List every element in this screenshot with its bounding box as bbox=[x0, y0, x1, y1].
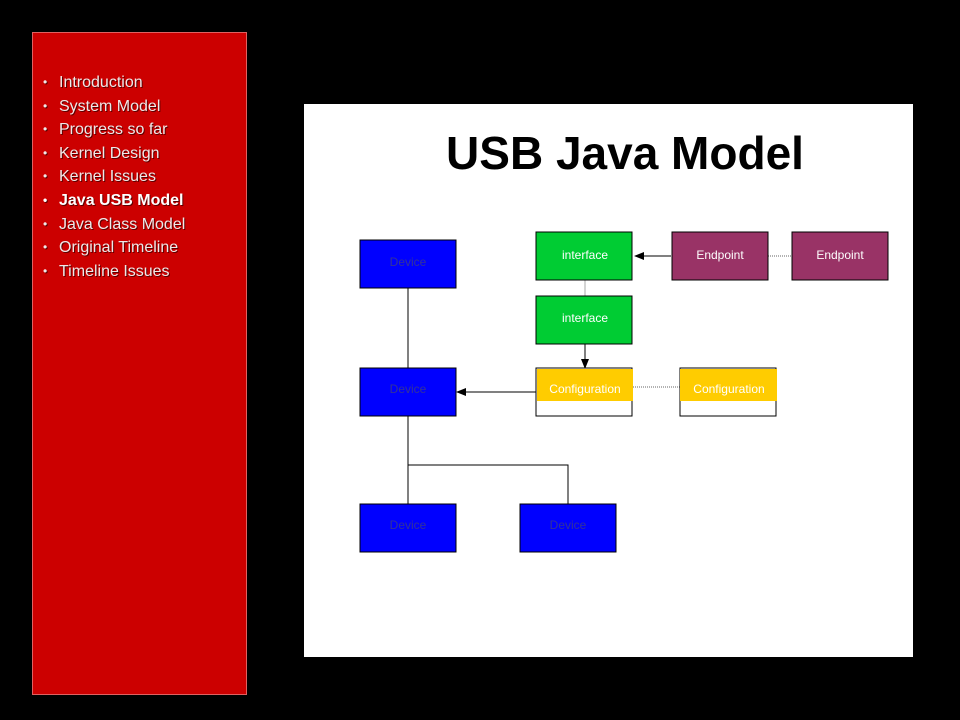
device-box-2[interactable]: Device bbox=[359, 367, 457, 417]
connector-branch-device4 bbox=[408, 464, 569, 504]
endpoint-box-1[interactable]: Endpoint bbox=[671, 231, 769, 281]
interface-label: interface bbox=[562, 311, 608, 325]
nav-item-progress[interactable]: • Progress so far bbox=[43, 118, 185, 142]
bullet-icon: • bbox=[43, 263, 48, 278]
nav-item-label: Java Class Model bbox=[59, 215, 186, 233]
device-label: Device bbox=[390, 518, 427, 532]
configuration-label: Configuration bbox=[693, 382, 764, 396]
slide-title: USB Java Model bbox=[446, 127, 804, 179]
endpoint-box-2[interactable]: Endpoint bbox=[791, 231, 889, 281]
nav-item-kernel-design[interactable]: • Kernel Design bbox=[43, 142, 185, 166]
nav-item-label: Timeline Issues bbox=[59, 262, 170, 280]
nav-item-label: Java USB Model bbox=[59, 191, 184, 209]
nav-item-original-timeline[interactable]: • Original Timeline bbox=[43, 236, 185, 260]
bullet-icon: • bbox=[43, 122, 48, 137]
nav-item-label: Introduction bbox=[59, 74, 143, 91]
device-box-4[interactable]: Device bbox=[519, 503, 617, 553]
bullet-icon: • bbox=[43, 169, 48, 184]
nav-item-label: Kernel Issues bbox=[59, 168, 156, 186]
endpoint-label: Endpoint bbox=[816, 248, 864, 262]
usb-model-diagram: Device Device Device Device interface in… bbox=[359, 231, 889, 553]
slide-canvas: USB Java Model Device Device Device bbox=[304, 104, 913, 657]
bullet-icon: • bbox=[43, 240, 48, 255]
nav-item-java-usb-model[interactable]: • Java USB Model bbox=[43, 189, 185, 213]
configuration-box-1[interactable]: Configuration bbox=[535, 367, 633, 417]
nav-item-java-class-model[interactable]: • Java Class Model bbox=[43, 213, 185, 237]
configuration-label: Configuration bbox=[549, 382, 620, 396]
device-label: Device bbox=[390, 255, 427, 269]
bullet-icon: • bbox=[43, 98, 48, 113]
interface-label: interface bbox=[562, 248, 608, 262]
endpoint-label: Endpoint bbox=[696, 248, 744, 262]
nav-item-label: Original Timeline bbox=[59, 239, 179, 257]
interface-box-1[interactable]: interface bbox=[535, 231, 633, 281]
interface-box-2[interactable]: interface bbox=[535, 295, 633, 345]
device-box-1[interactable]: Device bbox=[359, 239, 457, 289]
nav-item-kernel-issues[interactable]: • Kernel Issues bbox=[43, 165, 185, 189]
nav-item-label: Progress so far bbox=[59, 121, 168, 139]
bullet-icon: • bbox=[43, 75, 48, 89]
bullet-icon: • bbox=[43, 192, 48, 207]
nav-item-timeline-issues[interactable]: • Timeline Issues bbox=[43, 260, 185, 284]
sidebar-panel: • Introduction • System Model • Progress so… bbox=[32, 32, 247, 695]
configuration-box-2[interactable]: Configuration bbox=[679, 367, 777, 417]
bullet-icon: • bbox=[43, 216, 48, 231]
nav-item-label: Kernel Design bbox=[59, 144, 160, 162]
nav-list: • Introduction • System Model • Progress so… bbox=[43, 71, 185, 283]
device-label: Device bbox=[390, 382, 427, 396]
nav-item-introduction[interactable]: • Introduction bbox=[43, 71, 185, 95]
nav-item-system-model[interactable]: • System Model bbox=[43, 95, 185, 119]
bullet-icon: • bbox=[43, 145, 48, 160]
nav-item-label: System Model bbox=[59, 97, 161, 115]
device-box-3[interactable]: Device bbox=[359, 503, 457, 553]
device-label: Device bbox=[550, 518, 587, 532]
